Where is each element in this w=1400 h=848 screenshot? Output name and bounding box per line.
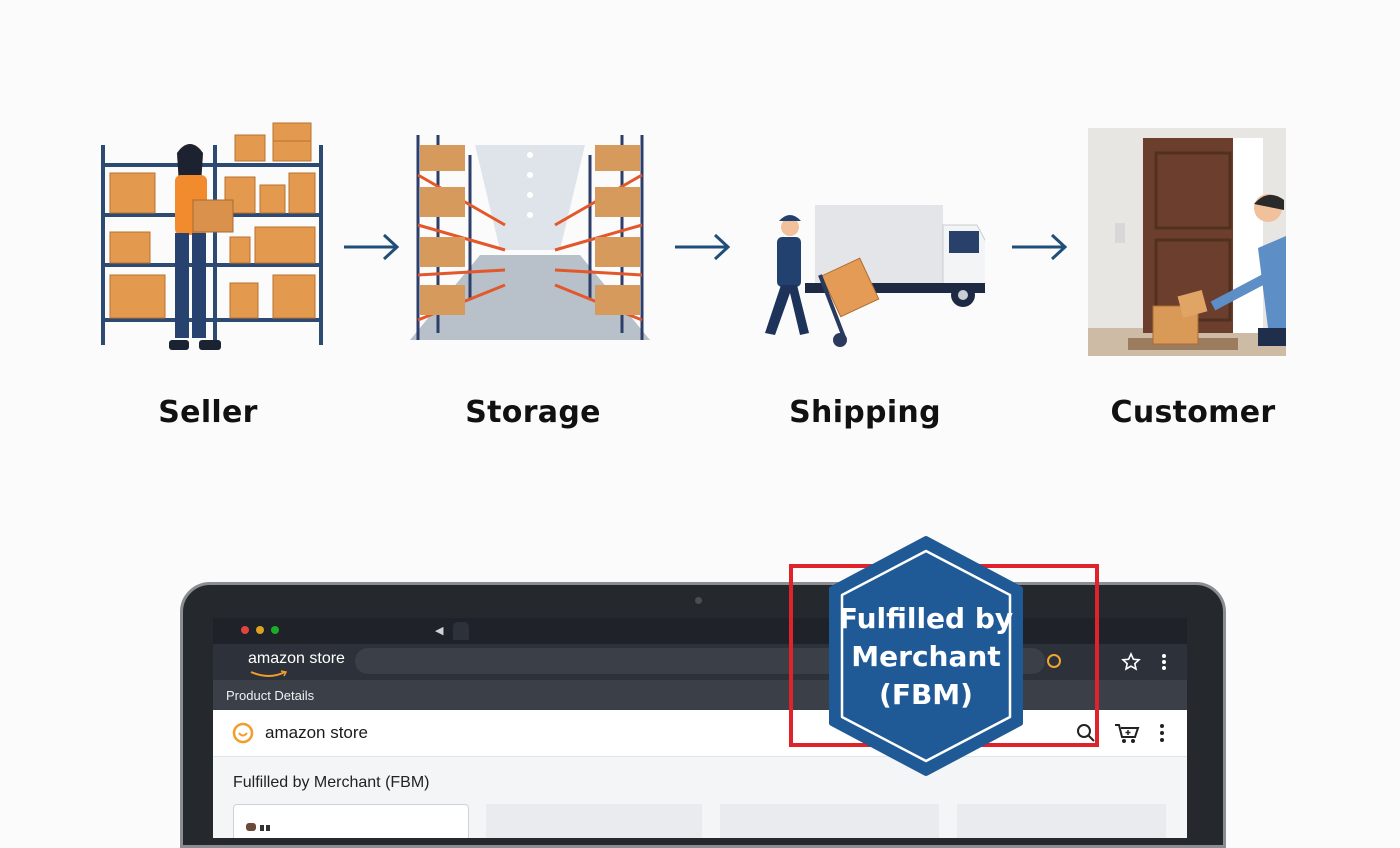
search-icon[interactable] bbox=[1075, 722, 1097, 744]
section-title: Fulfilled by Merchant (FBM) bbox=[233, 774, 430, 791]
customer-door-illustration bbox=[1088, 128, 1286, 356]
cart-icon[interactable] bbox=[1113, 721, 1141, 745]
arrow-right-icon bbox=[675, 233, 731, 261]
delivery-truck-illustration bbox=[745, 115, 985, 365]
site-nav: amazon store bbox=[213, 710, 1187, 757]
webcam-icon bbox=[695, 597, 702, 604]
minimize-window-dot[interactable] bbox=[256, 626, 264, 634]
arrow-right-icon bbox=[1012, 233, 1068, 261]
close-window-dot[interactable] bbox=[241, 626, 249, 634]
browser-tab[interactable] bbox=[453, 622, 469, 640]
browser-menu-icon[interactable] bbox=[1159, 652, 1169, 672]
step-label-customer: Customer bbox=[1110, 395, 1276, 430]
product-card[interactable] bbox=[486, 804, 702, 838]
maximize-window-dot[interactable] bbox=[271, 626, 279, 634]
fbm-badge-text: Fulfilled by Merchant (FBM) bbox=[824, 600, 1028, 714]
step-label-storage: Storage bbox=[465, 395, 601, 430]
store-logo-icon[interactable] bbox=[232, 722, 254, 744]
browser-window: ◀ amazon store Product Details amazon st… bbox=[213, 618, 1187, 838]
tab-bar: ◀ bbox=[213, 618, 1187, 644]
fbm-badge-line: (FBM) bbox=[879, 678, 973, 711]
site-menu-icon[interactable] bbox=[1157, 722, 1167, 744]
page-header-title: Product Details bbox=[226, 688, 315, 703]
warehouse-illustration bbox=[410, 115, 650, 365]
step-label-shipping: Shipping bbox=[789, 395, 941, 430]
page-header-bar: Product Details bbox=[213, 680, 1187, 710]
tab-caret-icon: ◀ bbox=[435, 625, 444, 637]
bookmark-star-icon[interactable] bbox=[1121, 652, 1141, 672]
arrow-right-icon bbox=[344, 233, 400, 261]
fbm-badge bbox=[829, 536, 1023, 776]
step-label-seller: Seller bbox=[158, 395, 258, 430]
fbm-badge-line: Fulfilled by bbox=[838, 602, 1014, 635]
smile-logo-icon bbox=[250, 670, 288, 677]
product-card[interactable] bbox=[720, 804, 939, 838]
browser-brand: amazon store bbox=[248, 650, 345, 667]
seller-illustration bbox=[95, 115, 335, 365]
extension-icon[interactable] bbox=[1046, 653, 1062, 669]
product-thumbnail-icon bbox=[246, 823, 270, 831]
product-card[interactable] bbox=[957, 804, 1166, 838]
fbm-badge-line: Merchant bbox=[851, 640, 1001, 673]
product-card[interactable] bbox=[233, 804, 469, 838]
site-name[interactable]: amazon store bbox=[265, 723, 368, 742]
